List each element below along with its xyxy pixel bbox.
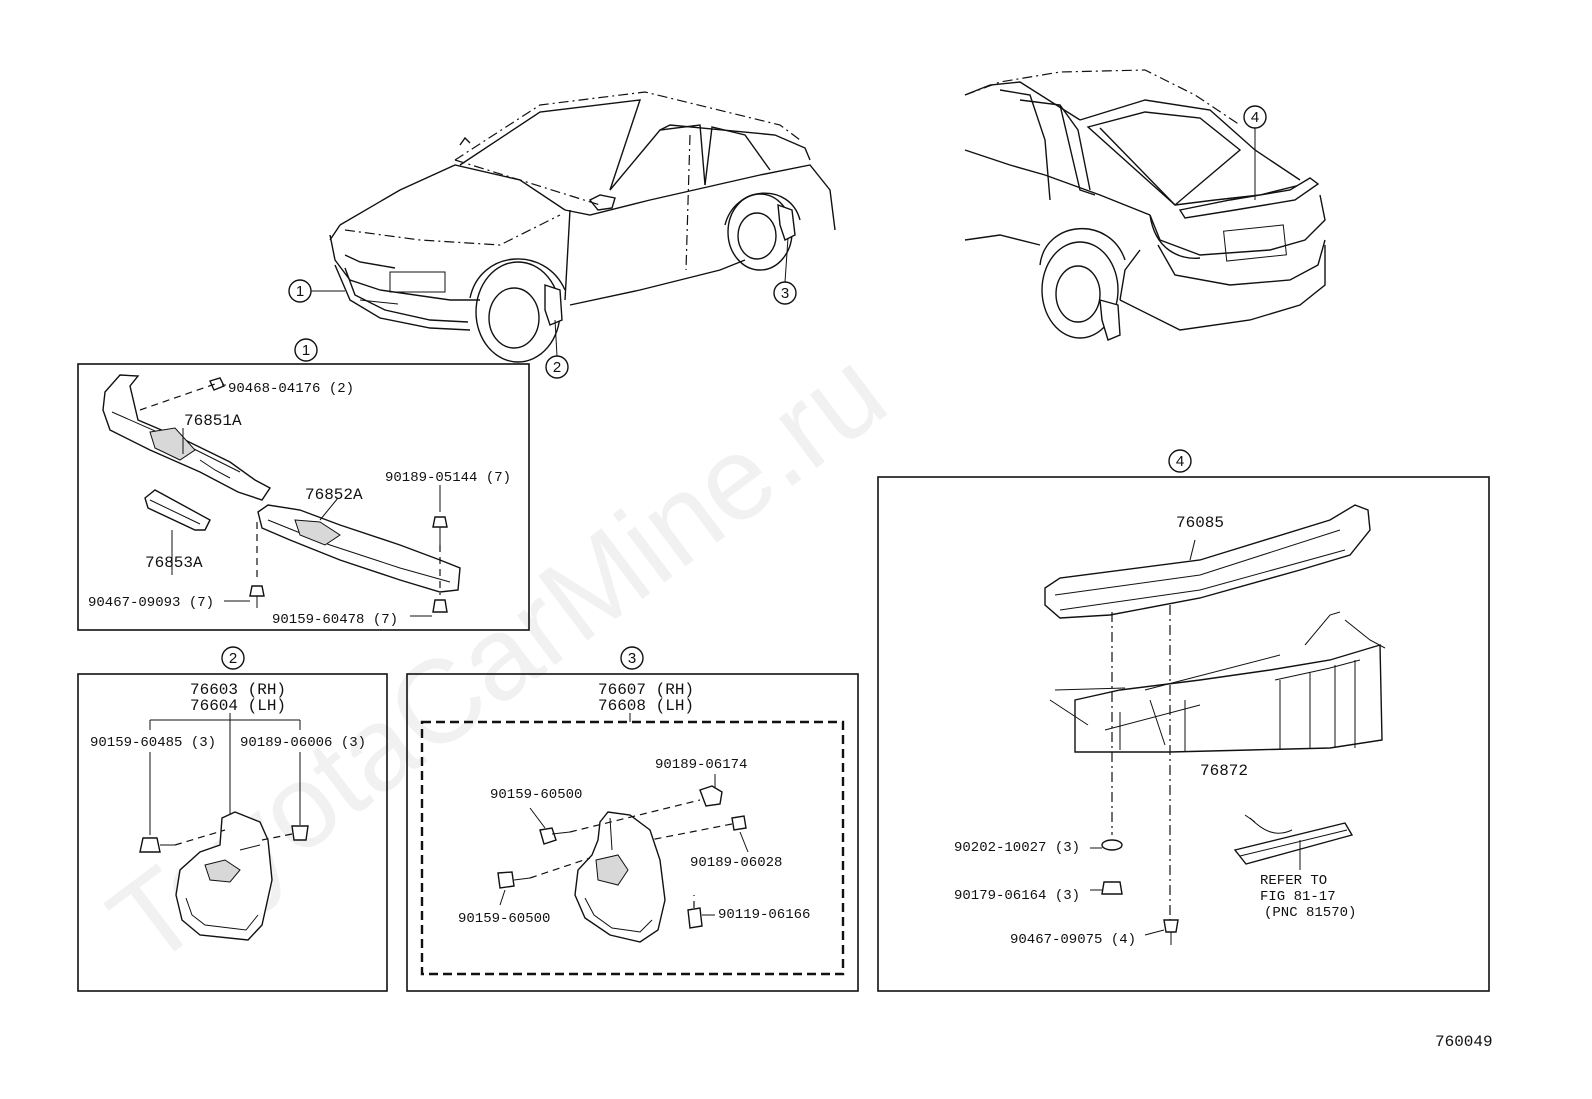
part-label-90159-60478: 90159-60478 (7) xyxy=(272,612,398,628)
refer-line-3: (PNC 81570) xyxy=(1264,905,1356,921)
part-label-90159-60485: 90159-60485 (3) xyxy=(90,735,216,751)
part-label-90159-60500-top: 90159-60500 xyxy=(490,787,582,803)
group-2-title-lh: 76604 (LH) xyxy=(190,697,286,715)
callout-4-car-number: 4 xyxy=(1251,109,1259,126)
callout-3-car: 3 xyxy=(773,237,797,305)
group-2-front-mudguard: 2 76603 (RH) 76604 (LH) 90159-60485 (3) … xyxy=(77,646,388,992)
refer-line-1: REFER TO xyxy=(1260,873,1327,889)
part-label-76851A: 76851A xyxy=(184,412,242,430)
group-1-front-spoiler: 1 90468-04176 (2) 76851A 7 xyxy=(77,338,530,631)
part-label-90467-09093: 90467-09093 (7) xyxy=(88,595,214,611)
part-label-90468-04176: 90468-04176 (2) xyxy=(228,381,354,397)
group-3-kit-frame xyxy=(420,720,845,976)
part-label-90467-09075: 90467-09075 (4) xyxy=(1010,932,1136,948)
callout-4-car: 4 xyxy=(1243,105,1267,200)
callout-3-car-number: 3 xyxy=(781,285,789,302)
group-1-frame xyxy=(77,363,530,631)
group-3-number: 3 xyxy=(628,650,636,667)
part-label-90189-06174: 90189-06174 xyxy=(655,757,747,773)
group-2-number: 2 xyxy=(229,650,237,667)
group-2-title-rh: 76603 (RH) xyxy=(190,681,286,699)
group-1-number: 1 xyxy=(302,342,310,359)
figure-code: 760049 xyxy=(1435,1033,1493,1051)
part-label-90189-06028: 90189-06028 xyxy=(690,855,782,871)
front-car-illustration xyxy=(329,91,836,363)
refer-line-2: FIG 81-17 xyxy=(1260,889,1336,905)
part-label-90189-05144: 90189-05144 (7) xyxy=(385,470,511,486)
part-label-90202-10027: 90202-10027 (3) xyxy=(954,840,1080,856)
part-label-90179-06164: 90179-06164 (3) xyxy=(954,888,1080,904)
rear-car-illustration xyxy=(964,69,1326,341)
part-label-76872: 76872 xyxy=(1200,762,1248,780)
part-label-76853A: 76853A xyxy=(145,554,203,572)
group-4-number: 4 xyxy=(1176,453,1184,470)
callout-1-car-number: 1 xyxy=(296,283,304,300)
group-3-title-lh: 76608 (LH) xyxy=(598,697,694,715)
part-label-76085: 76085 xyxy=(1176,514,1224,532)
group-4-rear-spoiler: 4 76085 76872 90202 xyxy=(877,449,1490,992)
part-label-90119-06166: 90119-06166 xyxy=(718,907,810,923)
callout-2-car: 2 xyxy=(545,319,569,379)
part-label-76852A: 76852A xyxy=(305,486,363,504)
callout-1-car: 1 xyxy=(288,279,345,303)
part-label-90189-06006: 90189-06006 (3) xyxy=(240,735,366,751)
group-4-frame xyxy=(877,476,1490,992)
group-3-frame xyxy=(406,673,859,992)
callout-2-car-number: 2 xyxy=(553,359,561,376)
group-3-rear-mudguard: 3 76607 (RH) 76608 (LH) 90189-06174 9015… xyxy=(406,646,859,992)
group-3-title-rh: 76607 (RH) xyxy=(598,681,694,699)
part-label-90159-60500-bottom: 90159-60500 xyxy=(458,911,550,927)
group-2-frame xyxy=(77,673,388,992)
